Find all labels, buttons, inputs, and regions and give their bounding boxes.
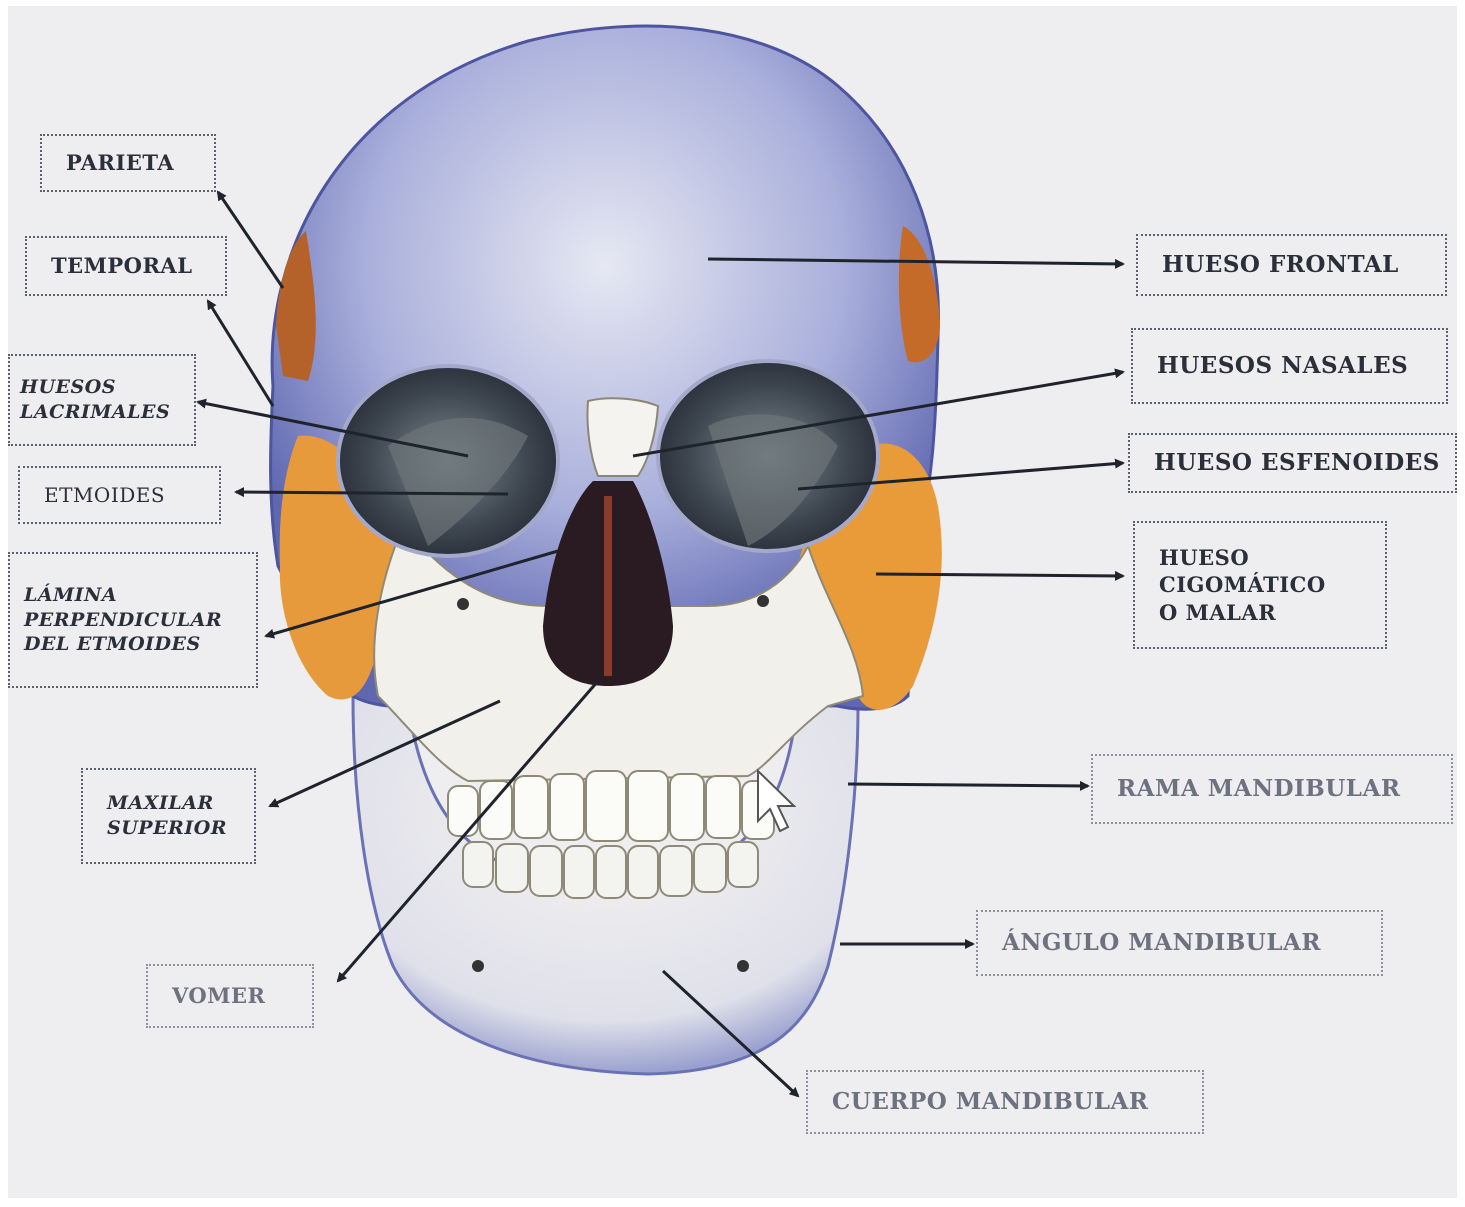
upper-teeth xyxy=(448,771,774,841)
label-sphenoid: HUESO ESFENOIDES xyxy=(1128,433,1457,493)
label-frontal: HUESO FRONTAL xyxy=(1136,234,1447,296)
lower-teeth xyxy=(463,842,758,898)
label-maxilla: MAXILAR SUPERIOR xyxy=(81,768,256,864)
right-temporal-bone xyxy=(899,226,940,362)
label-mandibular-angle: ÁNGULO MANDIBULAR xyxy=(976,910,1383,976)
label-nasal: HUESOS NASALES xyxy=(1131,328,1448,404)
label-perpendicular-plate: LÁMINA PERPENDICULAR DEL ETMOIDES xyxy=(8,552,258,688)
label-vomer: VOMER xyxy=(146,964,314,1028)
label-ethmoid: ETMOIDES xyxy=(18,466,221,524)
label-zygomatic: HUESO CIGOMÁTICO O MALAR xyxy=(1133,521,1387,649)
label-mandibular-body: CUERPO MANDIBULAR xyxy=(806,1070,1204,1134)
diagram-frame: PARIETA TEMPORAL HUESOS LACRIMALES ETMOI… xyxy=(8,6,1457,1198)
label-lacrimal: HUESOS LACRIMALES xyxy=(8,354,196,446)
label-parietal: PARIETA xyxy=(40,134,216,192)
label-temporal: TEMPORAL xyxy=(25,236,227,296)
label-mandibular-ramus: RAMA MANDIBULAR xyxy=(1091,754,1453,824)
